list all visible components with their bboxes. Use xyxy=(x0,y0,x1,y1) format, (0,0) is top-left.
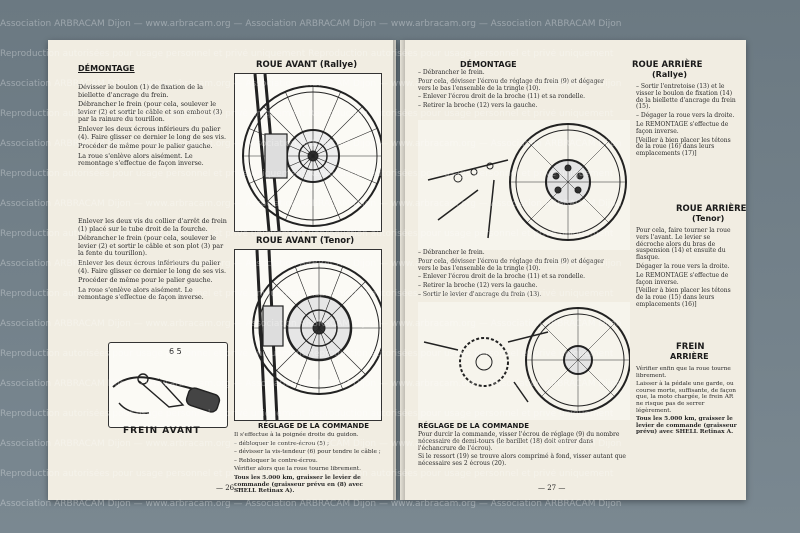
frein-avant-title: FREIN AVANT xyxy=(123,426,201,436)
reglage-line: Si le ressort (19) se trouve alors compr… xyxy=(418,453,626,468)
figure-brake-lever: 6 5 xyxy=(108,342,228,428)
paragraph: Le REMONTAGE s'effectue de façon inverse… xyxy=(636,120,729,135)
paragraph: [Veiller à bien placer les tétons de la … xyxy=(636,287,731,308)
frein-arriere-title: FREIN xyxy=(676,342,705,352)
left-page-number: — 26 — xyxy=(216,484,244,492)
book-gutter xyxy=(393,40,405,500)
paragraph: La roue s'enlève alors aisément. Le remo… xyxy=(78,285,204,302)
paragraph: Vérifier enfin que la roue tourne librem… xyxy=(636,366,731,379)
frein-arriere-text: Vérifier enfin que la roue tourne librem… xyxy=(636,366,738,438)
reglage-line: – dévisser la vis-tendeur (6) pour tendr… xyxy=(234,449,381,456)
paragraph: Enlever les deux vis du collier d'arrêt … xyxy=(78,217,227,233)
rear-wheel-rallye-drawing xyxy=(427,123,627,241)
right-rallye-side-text: – Sortir l'entretoise (13) et le visser … xyxy=(636,83,738,160)
paragraph: Pour cela, faire tourner la roue vers l'… xyxy=(636,227,731,262)
figure-front-wheel-tenor xyxy=(234,249,382,421)
right-tenor-text: – Débrancher le frein.Pour cela, dévisse… xyxy=(418,249,608,301)
paragraph: – Débrancher le frein. xyxy=(418,249,485,256)
roue-arriere-rallye-title: ROUE ARRIÈRE xyxy=(632,60,703,70)
left-tenor-text: Enlever les deux vis du collier d'arrêt … xyxy=(78,217,228,304)
right-tenor-side-text: Pour cela, faire tourner la roue vers l'… xyxy=(636,227,738,311)
paragraph: – Sortir l'entretoise (13) et le visser … xyxy=(636,83,736,111)
paragraph: – Retirer la broche (12) vers la gauche. xyxy=(418,282,538,290)
paragraph: – Sortir le levier d'ancrage du frein (1… xyxy=(418,290,542,298)
reglage-line: – Rebloquer le contre-écrou. xyxy=(234,457,318,464)
paragraph: – Dégager la roue vers la droite. xyxy=(636,112,735,120)
paragraph: Débrancher le frein (pour cela, soulever… xyxy=(78,100,223,124)
left-demontage-title: DÉMONTAGE xyxy=(78,64,135,73)
right-page-number: — 27 — xyxy=(538,484,566,492)
paragraph: – Enlever l'écrou droit de la broche (11… xyxy=(418,273,586,281)
paragraph: Laisser à la pédale une garde, ou course… xyxy=(636,381,737,414)
paragraph: – Débrancher le frein. xyxy=(418,69,485,76)
rear-wheel-tenor-drawing xyxy=(423,307,630,413)
paragraph: – Retirer la broche (12) vers la gauche. xyxy=(418,102,538,110)
paragraph-bold: Tous les 5.000 km, graisser le levier de… xyxy=(636,416,737,436)
right-reglage-text: Pour durcir la commande, visser l'écrou … xyxy=(418,431,630,470)
right-reglage-title: RÉGLAGE DE LA COMMANDE xyxy=(418,422,529,430)
watermark-line: Association ARBRACAM Dijon — www.arbraca… xyxy=(0,499,622,509)
frein-arriere-sub: ARRIÈRE xyxy=(670,352,709,361)
reglage-line: Pour durcir la commande, visser l'écrou … xyxy=(418,431,620,452)
figure-rear-wheel-rallye xyxy=(418,120,630,250)
watermark-line: Association ARBRACAM Dijon — www.arbraca… xyxy=(0,19,622,29)
paragraph: La roue s'enlève alors aisément. Le remo… xyxy=(78,151,204,168)
paragraph: Enlever les deux écrous inférieurs du pa… xyxy=(78,258,227,275)
brake-lever-drawing xyxy=(112,373,221,414)
reglage-line: – débloquer le contre-écrou (5) ; xyxy=(234,440,330,447)
paragraph: Enlever les deux écrous inférieurs du pa… xyxy=(78,124,227,141)
left-reglage-title: RÉGLAGE DE LA COMMANDE xyxy=(258,422,369,430)
right-rallye-text: – Débrancher le frein.Pour cela, dévisse… xyxy=(418,69,606,112)
paragraph: Procéder de même pour le palier gauche. xyxy=(78,276,213,285)
left-page: DÉMONTAGE Dévisser le boulon (1) de fixa… xyxy=(48,40,396,500)
paragraph: Procéder de même pour le palier gauche. xyxy=(78,142,213,151)
reglage-line-bold: Tous les 5.000 km, graisser le levier de… xyxy=(234,474,363,495)
front-wheel-rallye-drawing xyxy=(242,74,381,231)
paragraph: Débrancher le frein (pour cela, soulever… xyxy=(78,234,224,258)
figure-rear-wheel-tenor xyxy=(418,302,630,420)
right-demontage-title: DÉMONTAGE xyxy=(460,60,517,69)
reglage-line: Vérifier alors que la roue tourne librem… xyxy=(234,466,361,473)
fig-tenor-title: ROUE AVANT (Tenor) xyxy=(256,236,355,246)
roue-arriere-rallye-sub: (Rallye) xyxy=(652,70,687,79)
left-reglage-text: Il s'effectue à la poignée droite du gui… xyxy=(234,432,384,497)
paragraph: Dégager la roue vers la droite. xyxy=(636,262,730,270)
paragraph: Pour cela, dévisser l'écrou de réglage d… xyxy=(418,257,604,272)
reglage-line: Il s'effectue à la poignée droite du gui… xyxy=(234,432,359,438)
roue-arriere-tenor-sub: (Tenor) xyxy=(692,214,725,223)
right-page: DÉMONTAGE – Débrancher le frein.Pour cel… xyxy=(400,40,746,500)
paragraph: [Veiller à bien placer les tétons de la … xyxy=(636,136,731,158)
front-wheel-tenor-drawing xyxy=(252,250,381,420)
paragraph: Dévisser le boulon (1) de fixation de la… xyxy=(78,83,203,99)
lever-part-numbers: 6 5 xyxy=(169,347,182,356)
paragraph: – Enlever l'écrou droit de la broche (11… xyxy=(418,93,586,101)
paragraph: Le REMONTAGE s'effectue de façon inverse… xyxy=(636,271,729,286)
fig-rallye-title: ROUE AVANT (Rallye) xyxy=(256,60,358,70)
paragraph: Pour cela, dévisser l'écrou de réglage d… xyxy=(418,77,604,92)
left-rallye-text: Dévisser le boulon (1) de fixation de la… xyxy=(78,83,228,170)
figure-front-wheel-rallye xyxy=(234,73,382,232)
roue-arriere-tenor-title: ROUE ARRIÈRE xyxy=(676,204,746,214)
